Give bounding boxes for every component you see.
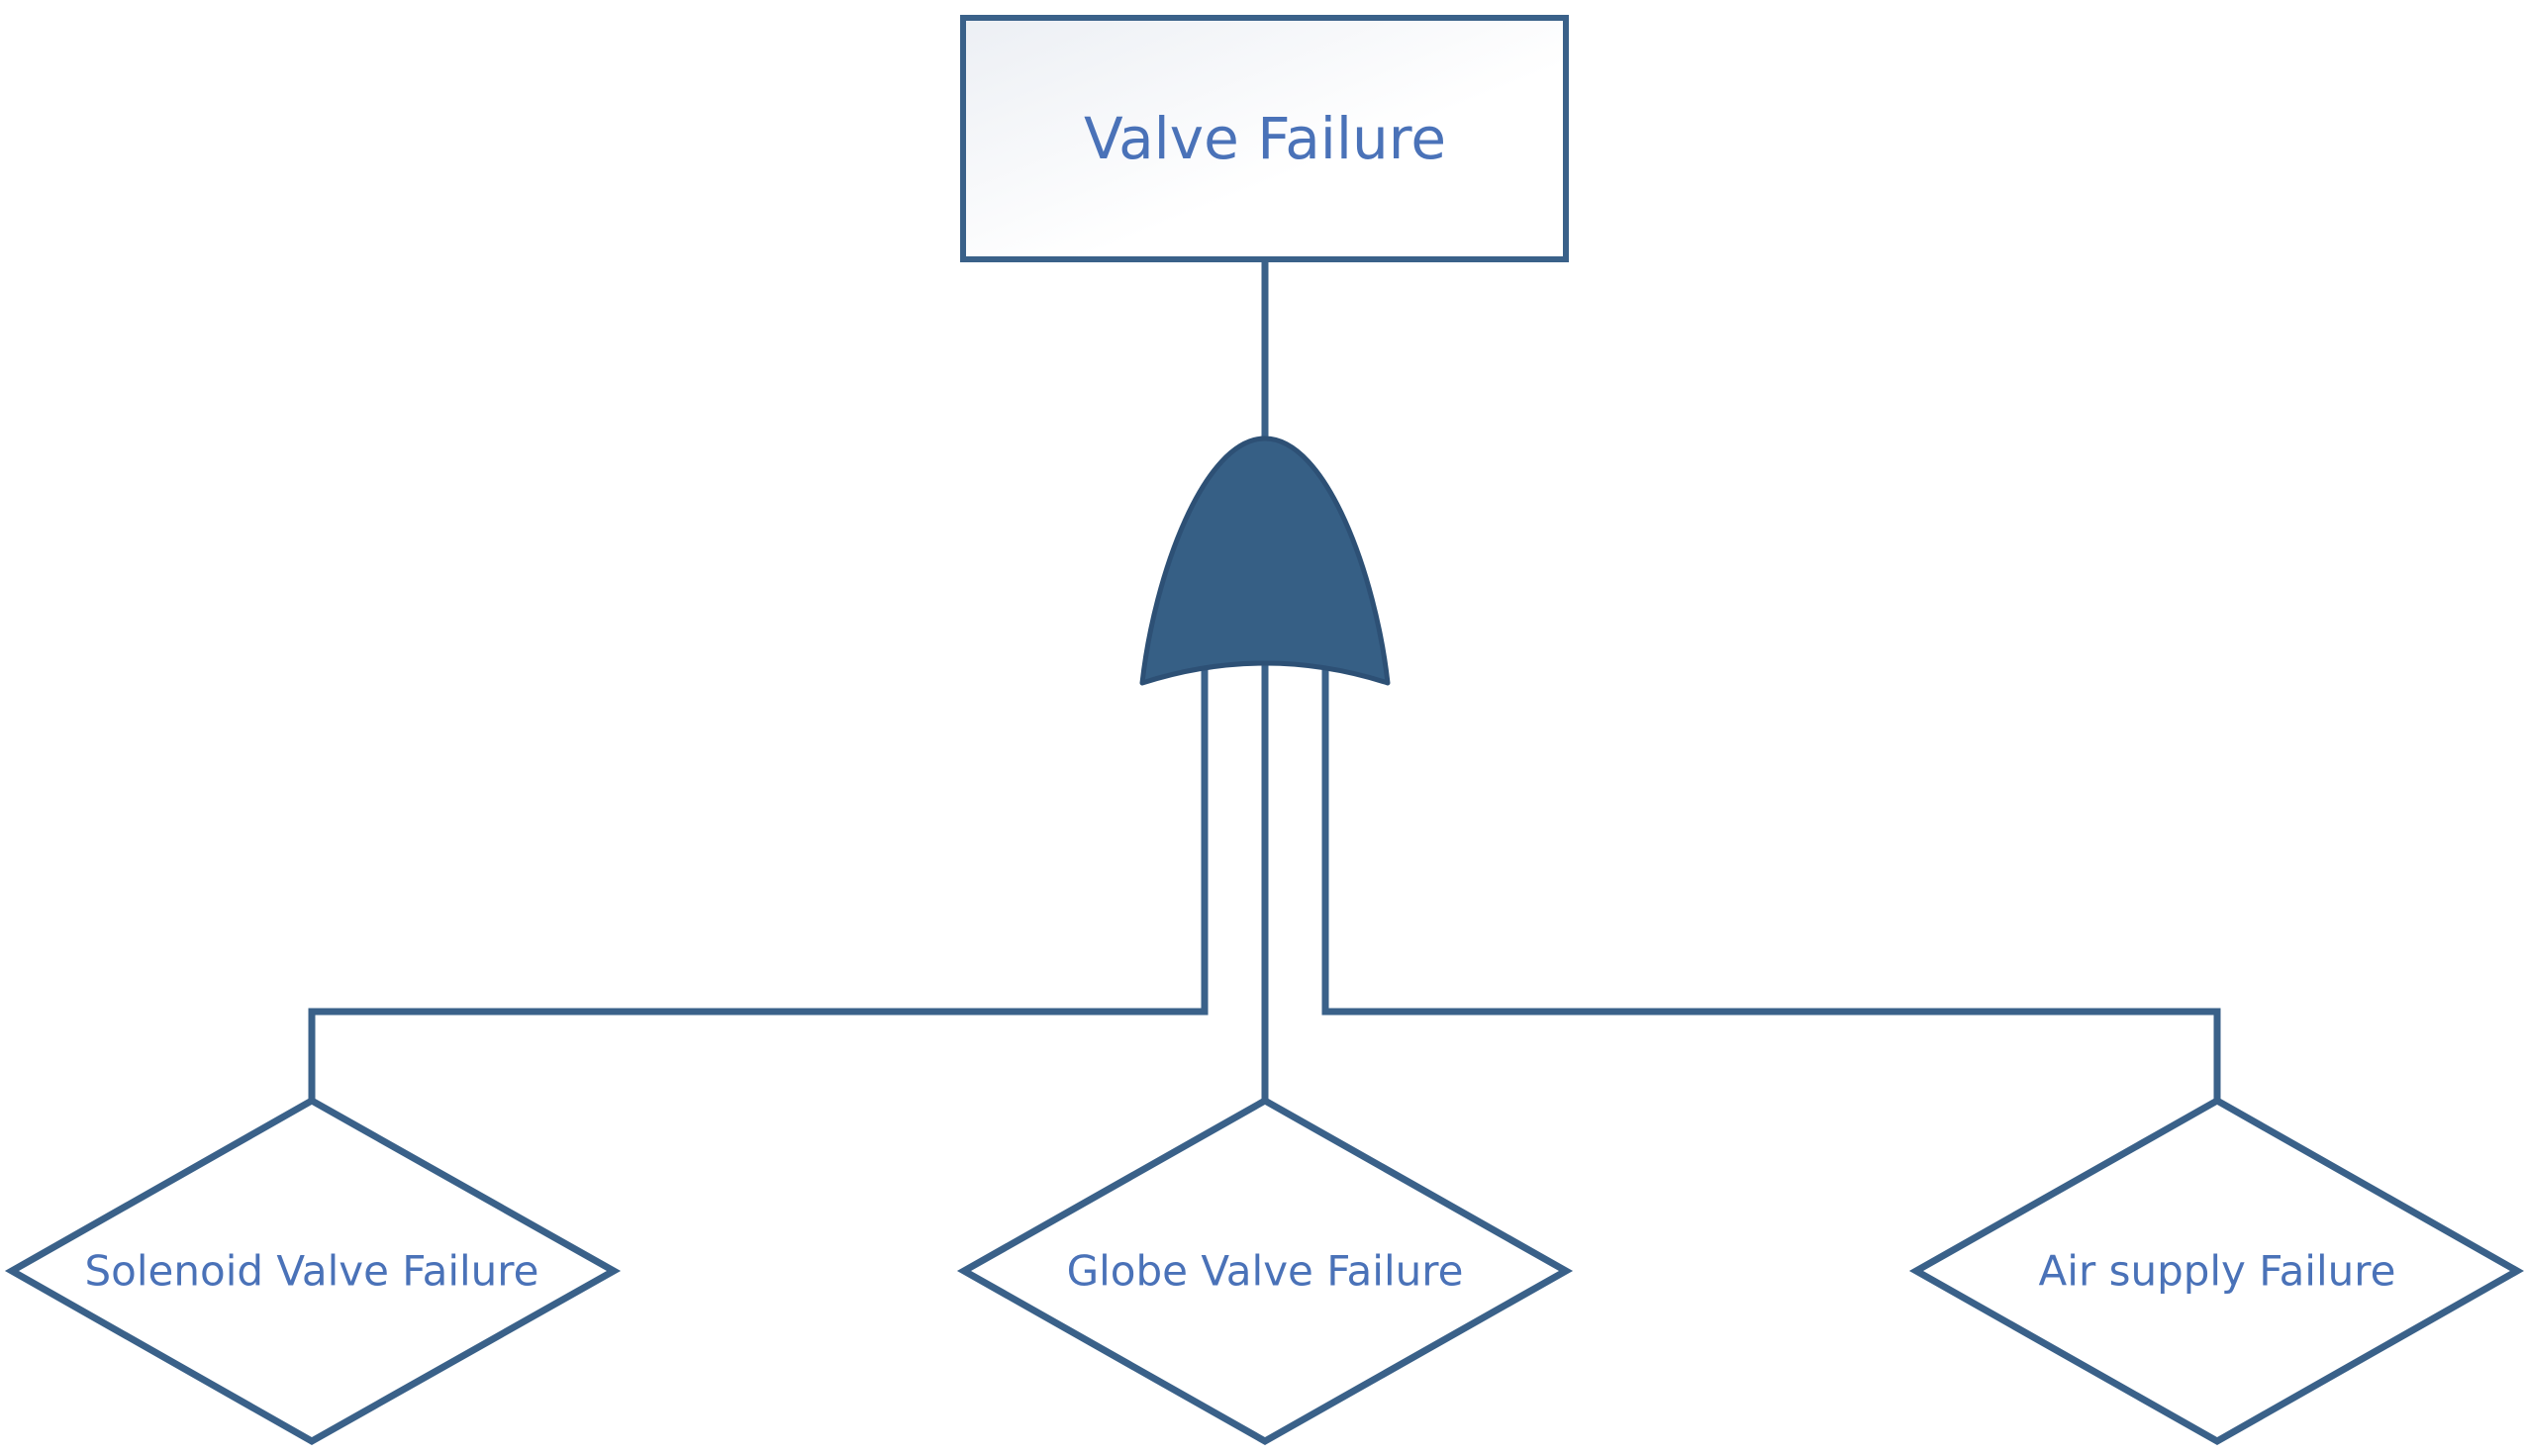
basic-event-globe-valve[interactable]: Globe Valve Failure [956,1096,1574,1446]
connector-gate-to-solenoid [308,661,1209,1101]
basic-event-label: Solenoid Valve Failure [85,1247,539,1296]
top-event-box [960,15,1569,262]
basic-event-label: Air supply Failure [2039,1247,2396,1296]
diamond-shape [956,1096,1574,1446]
or-gate-icon [1139,436,1391,686]
top-event-label: Valve Failure [1084,105,1446,172]
connector-gate-to-air-supply [1321,661,2221,1101]
connectors [308,259,2221,1101]
diamond-shape [1908,1096,2524,1446]
basic-event-solenoid-valve[interactable]: Solenoid Valve Failure [4,1096,622,1446]
basic-event-label: Globe Valve Failure [1067,1247,1464,1296]
basic-event-air-supply[interactable]: Air supply Failure [1908,1096,2524,1446]
top-event[interactable]: Valve Failure [960,15,1569,262]
diamond-shape [4,1096,622,1446]
